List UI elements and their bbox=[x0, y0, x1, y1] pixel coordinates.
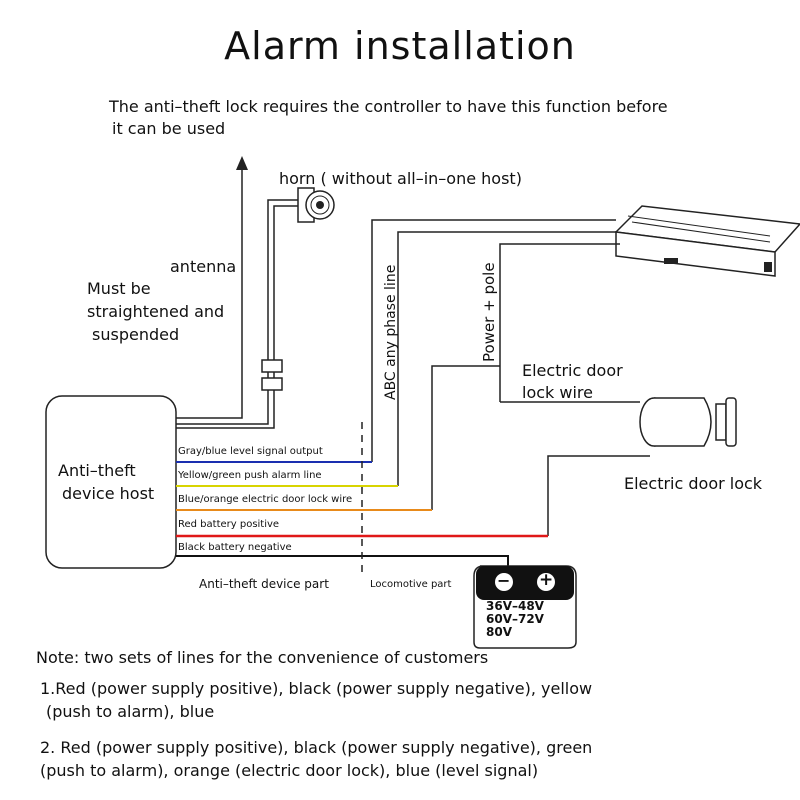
subtitle-line-2: it can be used bbox=[112, 119, 226, 138]
anti-theft-part-label: Anti–theft device part bbox=[199, 577, 329, 591]
connector-icon bbox=[261, 359, 283, 373]
wire-label-black: Black battery negative bbox=[178, 542, 292, 553]
minus-icon: − bbox=[497, 571, 511, 590]
horn-wire-1 bbox=[176, 199, 300, 425]
door-lock-wire-label-1: Electric door bbox=[522, 361, 623, 380]
power-pole-label: Power + pole bbox=[480, 262, 498, 362]
battery-voltage-1: 36V–48V bbox=[486, 599, 544, 613]
push-alarm-wire bbox=[397, 231, 616, 486]
power-pole-wire bbox=[499, 243, 620, 402]
door-lock-signal-wire bbox=[431, 365, 500, 510]
note-item-1-line-2: (push to alarm), blue bbox=[46, 702, 215, 721]
note-item-2-line-1: 2. Red (power supply positive), black (p… bbox=[40, 738, 593, 757]
host-box bbox=[45, 395, 177, 569]
battery-icon bbox=[473, 565, 577, 649]
horn-label: horn ( without all–in–one host) bbox=[279, 169, 522, 188]
door-lock-label: Electric door lock bbox=[624, 474, 763, 493]
battery-voltage-3: 80V bbox=[486, 625, 512, 639]
must-be-line-1: Must be bbox=[87, 279, 151, 298]
wire-label-red: Red battery positive bbox=[178, 519, 280, 530]
abc-phase-label: ABC any phase line bbox=[383, 264, 399, 400]
wire-label-yellow: Yellow/green push alarm line bbox=[178, 470, 322, 481]
must-be-line-2: straightened and bbox=[87, 302, 225, 321]
diagram-title: Alarm installation bbox=[224, 24, 576, 68]
battery-voltage-2: 60V–72V bbox=[486, 612, 544, 626]
connector-icon-2 bbox=[261, 377, 283, 391]
host-label-2: device host bbox=[62, 484, 155, 503]
wire-black bbox=[176, 555, 509, 566]
locomotive-part-label: Locomotive part bbox=[370, 579, 452, 590]
door-lock-icon bbox=[639, 397, 737, 447]
note-heading: Note: two sets of lines for the convenie… bbox=[36, 648, 489, 667]
horn-icon bbox=[297, 187, 335, 223]
horn-wire-2 bbox=[176, 205, 300, 429]
door-lock-power-wire bbox=[547, 455, 650, 536]
plus-icon: + bbox=[539, 570, 554, 590]
antenna-arrow-icon bbox=[236, 156, 248, 170]
phase-line-wire bbox=[371, 219, 616, 462]
host-label-1: Anti–theft bbox=[58, 461, 136, 480]
must-be-line-3: suspended bbox=[92, 325, 180, 344]
antenna-wire bbox=[176, 168, 243, 419]
note-item-2-line-2: (push to alarm), orange (electric door l… bbox=[40, 761, 539, 780]
door-lock-wire-label-2: lock wire bbox=[522, 383, 593, 402]
controller-icon bbox=[614, 205, 800, 277]
subtitle-line-1: The anti–theft lock requires the control… bbox=[109, 97, 668, 116]
antenna-label: antenna bbox=[170, 257, 237, 276]
note-item-1-line-1: 1.Red (power supply positive), black (po… bbox=[40, 679, 593, 698]
wire-label-orange: Blue/orange electric door lock wire bbox=[178, 494, 353, 505]
wire-label-blue: Gray/blue level signal output bbox=[178, 446, 323, 457]
